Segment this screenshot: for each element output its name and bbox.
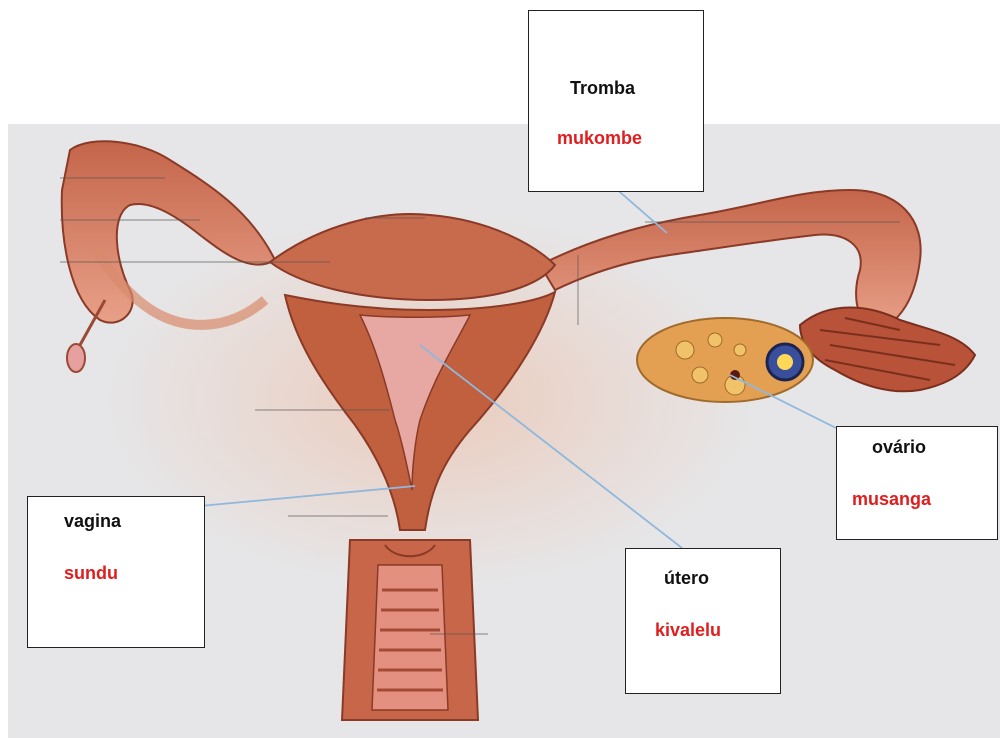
label-term-ovario: ovário: [872, 437, 926, 458]
label-translation-tromba: mukombe: [557, 128, 642, 149]
label-box-tromba: [528, 10, 704, 192]
right-ovary: [637, 318, 813, 402]
vaginal-inner-wall: [372, 565, 448, 710]
label-term-utero: útero: [664, 568, 709, 589]
label-translation-ovario: musanga: [852, 489, 931, 510]
label-term-tromba: Tromba: [570, 78, 635, 99]
label-translation-vagina: sundu: [64, 563, 118, 584]
left-hydatid: [67, 344, 85, 372]
right-fimbriae: [800, 308, 975, 392]
label-translation-utero: kivalelu: [655, 620, 721, 641]
label-term-vagina: vagina: [64, 511, 121, 532]
